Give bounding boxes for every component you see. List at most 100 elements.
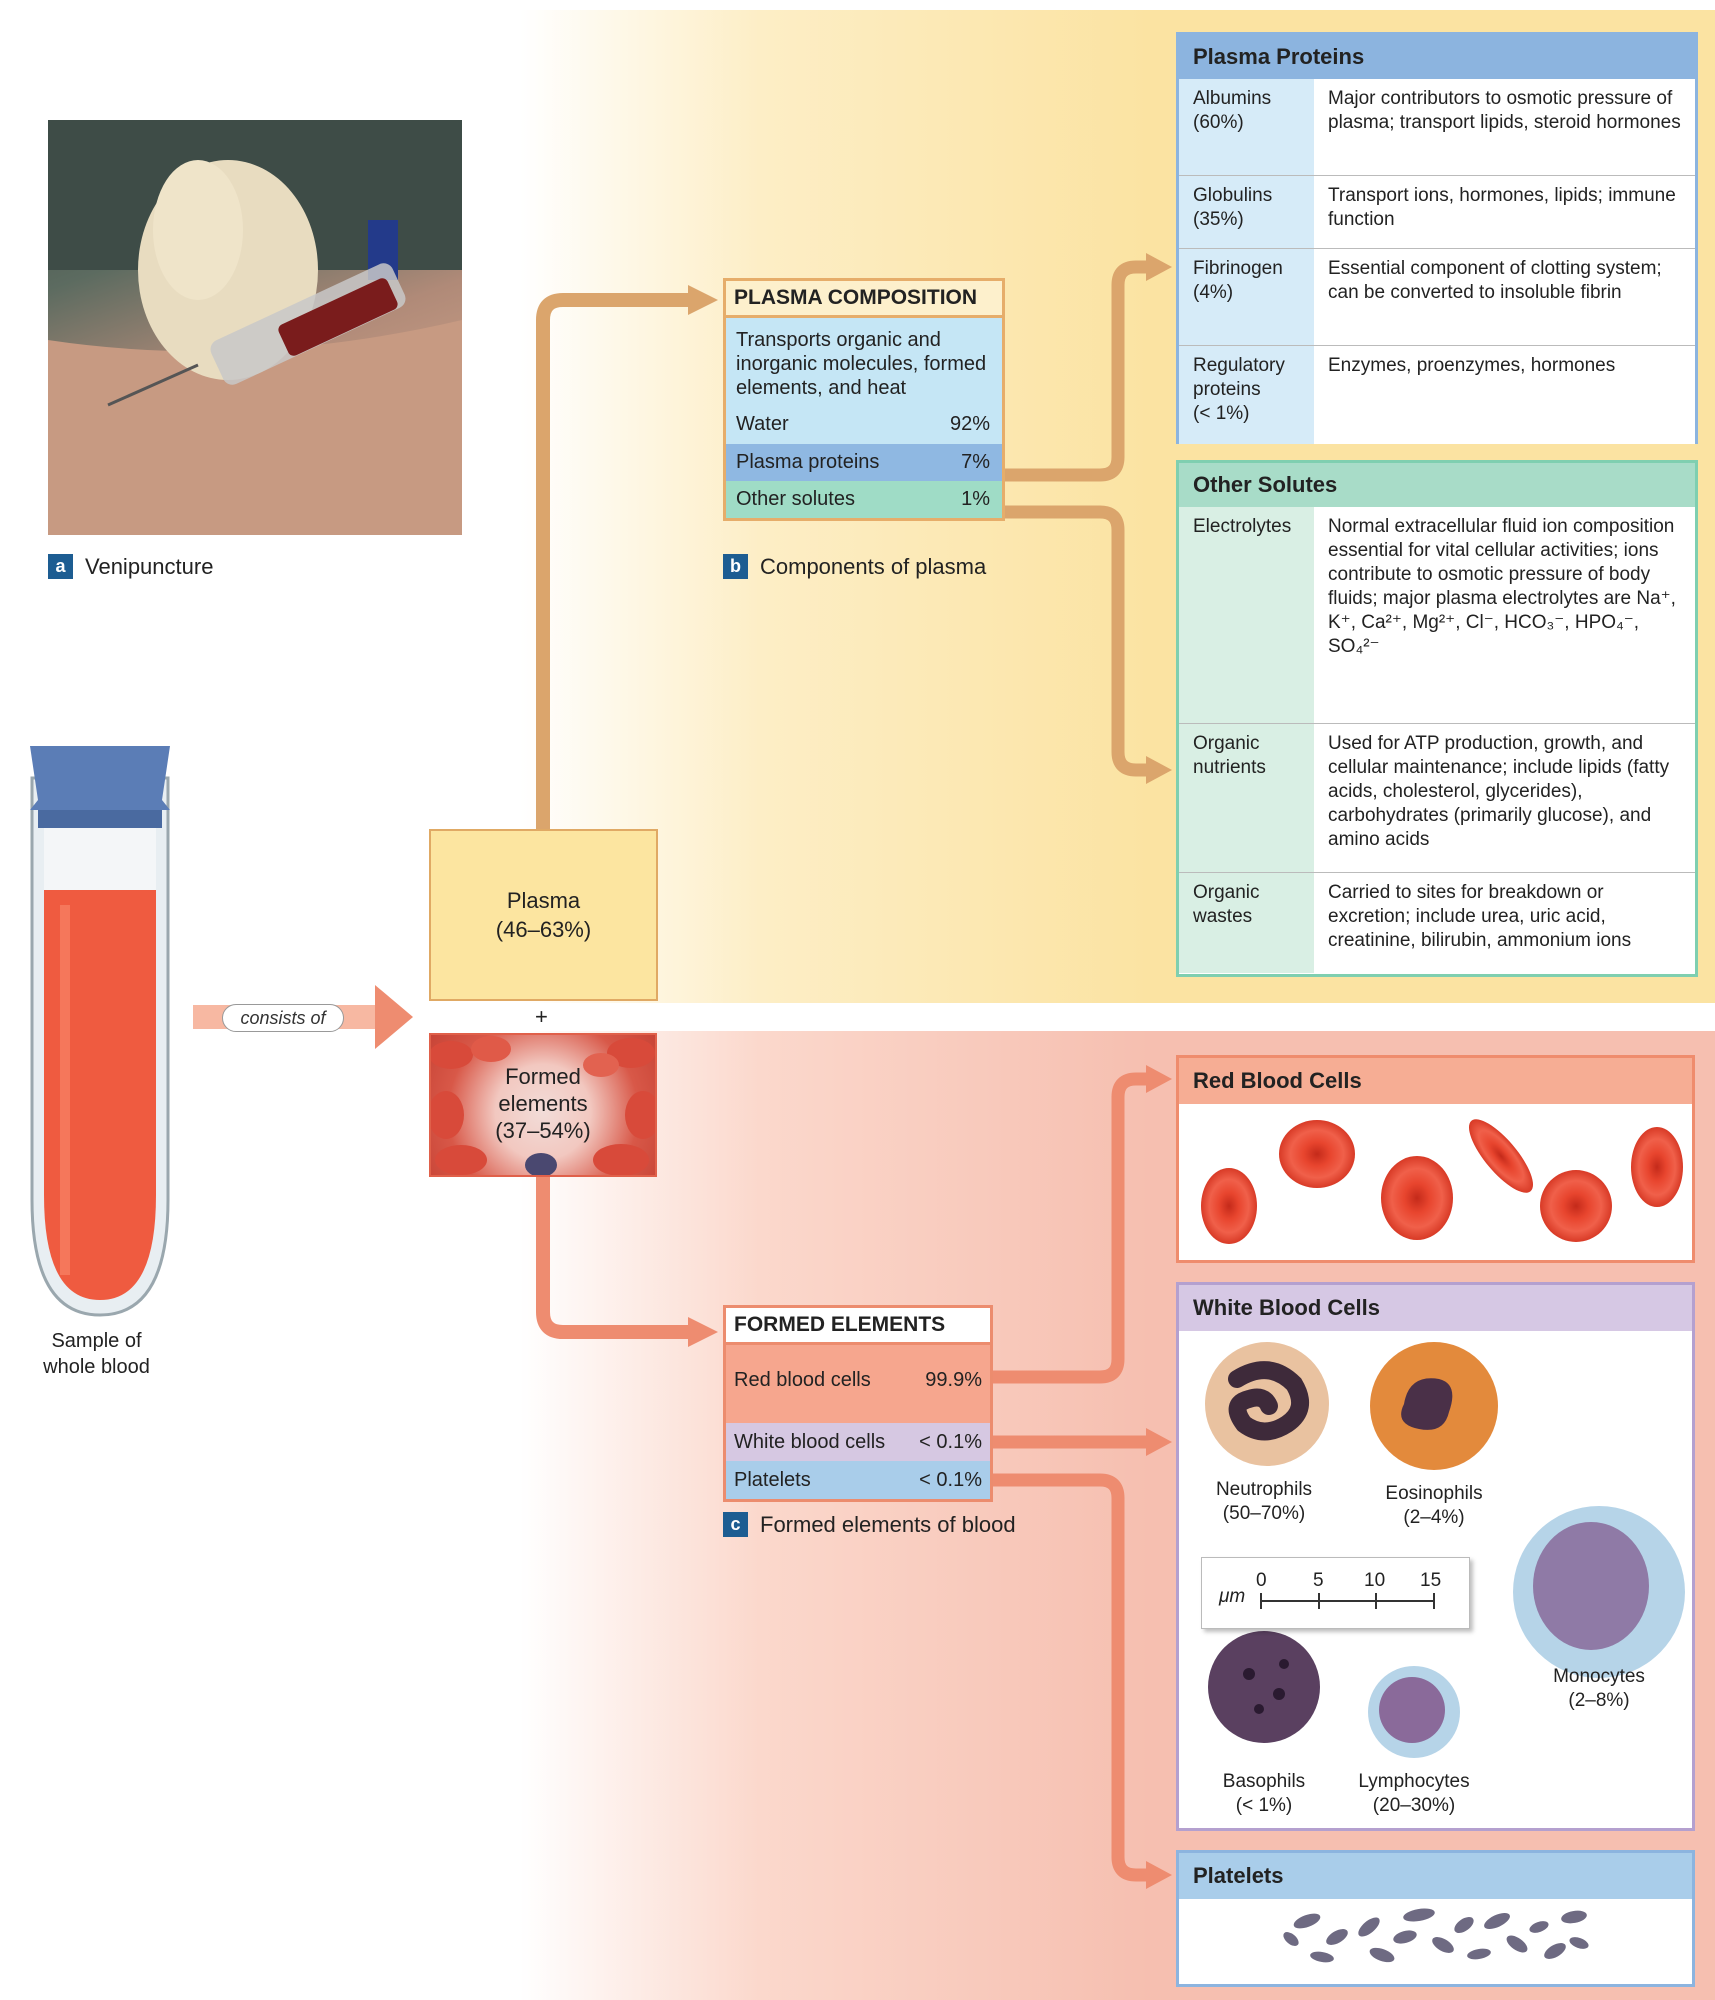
- protein-row-regulatory: Regulatory proteins(< 1%) Enzymes, proen…: [1179, 346, 1695, 444]
- platelets-title: Platelets: [1179, 1853, 1692, 1899]
- formed-row-value: < 0.1%: [919, 1431, 982, 1453]
- micrometer-scale-bar: μm 0 5 10 15: [1201, 1557, 1470, 1629]
- protein-name: Globulins: [1193, 185, 1273, 206]
- platelet: [1369, 1947, 1395, 1963]
- plasma-box-percent: (46–63%): [495, 917, 592, 942]
- scale-tick-label: 10: [1364, 1570, 1386, 1591]
- scale-tick-label: 15: [1420, 1570, 1442, 1591]
- platelet: [1326, 1929, 1348, 1945]
- protein-name: Regulatory proteins: [1193, 355, 1285, 400]
- formed-table-arrowhead: [688, 1317, 718, 1347]
- platelet: [1432, 1937, 1454, 1953]
- lymphocyte-nucleus: [1379, 1677, 1445, 1743]
- tube-air: [44, 828, 156, 890]
- platelet: [1283, 1932, 1299, 1946]
- platelet: [1561, 1910, 1587, 1924]
- venipuncture-illustration: [48, 120, 462, 535]
- solute-name: Electrolytes: [1179, 507, 1314, 723]
- red-blood-cells-panel: Red Blood Cells: [1176, 1055, 1695, 1263]
- protein-desc: Major contributors to osmotic pressure o…: [1314, 79, 1695, 175]
- formed-row-name: Platelets: [734, 1469, 811, 1491]
- platelets-illustration: [1283, 1908, 1589, 1963]
- protein-pct: (60%): [1193, 112, 1244, 133]
- platelet: [1454, 1917, 1474, 1933]
- formed-elements-texture: [431, 1036, 655, 1175]
- platelet: [1358, 1917, 1380, 1937]
- protein-name-cell: Albumins(60%): [1179, 79, 1314, 175]
- solute-row-organic-nutrients: Organic nutrients Used for ATP productio…: [1179, 724, 1695, 873]
- solute-desc: Carried to sites for breakdown or excret…: [1314, 873, 1695, 973]
- composition-row-water: Water 92%: [723, 404, 1005, 444]
- neutrophil-nucleus: [1228, 1361, 1310, 1441]
- scale-ruler: [1260, 1593, 1435, 1609]
- red-blood-cells-title: Red Blood Cells: [1179, 1058, 1692, 1104]
- plasma-to-composition-arrow: [536, 293, 690, 829]
- protein-row-fibrinogen: Fibrinogen(4%) Essential component of cl…: [1179, 249, 1695, 346]
- tube-label-line2: whole blood: [43, 1356, 150, 1378]
- formed-box-line2: elements: [498, 1091, 588, 1116]
- protein-desc: Enzymes, proenzymes, hormones: [1314, 346, 1695, 444]
- monocyte-nucleus: [1533, 1522, 1649, 1650]
- rbc-cell: [1540, 1170, 1612, 1242]
- protein-pct: (4%): [1193, 282, 1234, 303]
- protein-pct: (35%): [1193, 209, 1244, 230]
- rbc-arrow: [993, 1072, 1148, 1384]
- caption-c-letter: c: [723, 1512, 748, 1537]
- composition-row-value: 7%: [961, 451, 990, 473]
- solute-desc: Normal extracellular fluid ion compositi…: [1314, 507, 1695, 723]
- tube-cap: [30, 746, 170, 810]
- white-blood-cells-panel: White Blood Cells Neutrophils (50–70%) E…: [1176, 1282, 1695, 1831]
- formed-elements-table: FORMED ELEMENTS Red blood cells 99.9% Wh…: [723, 1305, 993, 1502]
- platelet: [1393, 1930, 1417, 1944]
- formed-box-percent: (37–54%): [495, 1118, 591, 1143]
- solute-name: Organic nutrients: [1179, 724, 1314, 872]
- caption-a: a Venipuncture: [48, 554, 213, 580]
- rbc-cell: [1631, 1127, 1683, 1207]
- formed-row-name: White blood cells: [734, 1431, 886, 1453]
- wbc-type-name: Neutrophils: [1215, 1479, 1313, 1500]
- caption-b-text: Components of plasma: [760, 554, 987, 579]
- platelet: [1569, 1937, 1589, 1949]
- proteins-arrow: [1005, 260, 1148, 482]
- composition-row-value: 1%: [961, 488, 990, 510]
- formed-row-value: < 0.1%: [919, 1469, 982, 1491]
- wbc-type-name: Lymphocytes: [1358, 1771, 1470, 1792]
- protein-row-albumins: Albumins(60%) Major contributors to osmo…: [1179, 79, 1695, 176]
- tube-cap-rim: [38, 810, 162, 828]
- rbc-cell: [1381, 1156, 1453, 1240]
- wbc-type-pct: (50–70%): [1222, 1503, 1306, 1524]
- wbc-type-name: Eosinophils: [1385, 1483, 1483, 1504]
- platelet: [1310, 1951, 1334, 1963]
- white-blood-cells-title: White Blood Cells: [1179, 1285, 1692, 1331]
- solute-row-electrolytes: Electrolytes Normal extracellular fluid …: [1179, 507, 1695, 724]
- rbc-arrowhead: [1146, 1065, 1172, 1093]
- plasma-composition-table: PLASMA COMPOSITION Transports organic an…: [723, 278, 1005, 521]
- platelet-arrowhead: [1146, 1861, 1172, 1889]
- plasma-box: Plasma (46–63%): [429, 829, 658, 1001]
- formed-to-table-arrow: [536, 1177, 690, 1339]
- scale-tick-label: 0: [1256, 1570, 1267, 1591]
- wbc-type-pct: (2–4%): [1403, 1507, 1465, 1528]
- protein-name-cell: Globulins (35%): [1179, 176, 1314, 248]
- venipuncture-photo: [48, 120, 462, 535]
- composition-row-name: Other solutes: [736, 488, 855, 510]
- formed-row-platelets: Platelets < 0.1%: [723, 1461, 993, 1502]
- plus-sign: +: [535, 1004, 548, 1029]
- wbc-type-pct: (2–8%): [1568, 1690, 1630, 1711]
- basophil-cell: [1208, 1631, 1320, 1743]
- protein-desc: Essential component of clotting system; …: [1314, 249, 1695, 345]
- solute-row-organic-wastes: Organic wastes Carried to sites for brea…: [1179, 873, 1695, 973]
- formed-row-value: 99.9%: [925, 1369, 982, 1391]
- other-solutes-title: Other Solutes: [1179, 463, 1695, 507]
- solutes-arrow: [1005, 505, 1148, 777]
- white-blood-cells-illustration: [1205, 1342, 1685, 1758]
- formed-row-red-blood-cells: Red blood cells 99.9%: [723, 1345, 993, 1423]
- wbc-type-pct: (< 1%): [1235, 1795, 1293, 1816]
- caption-a-text: Venipuncture: [85, 554, 214, 579]
- plasma-composition-title: PLASMA COMPOSITION: [723, 278, 1005, 318]
- blood-tube: [30, 746, 170, 1317]
- protein-row-globulins: Globulins(35%) Transport ions, hormones,…: [1179, 176, 1695, 249]
- other-solutes-table: Other Solutes Electrolytes Normal extrac…: [1176, 460, 1698, 977]
- caption-a-letter: a: [48, 554, 73, 579]
